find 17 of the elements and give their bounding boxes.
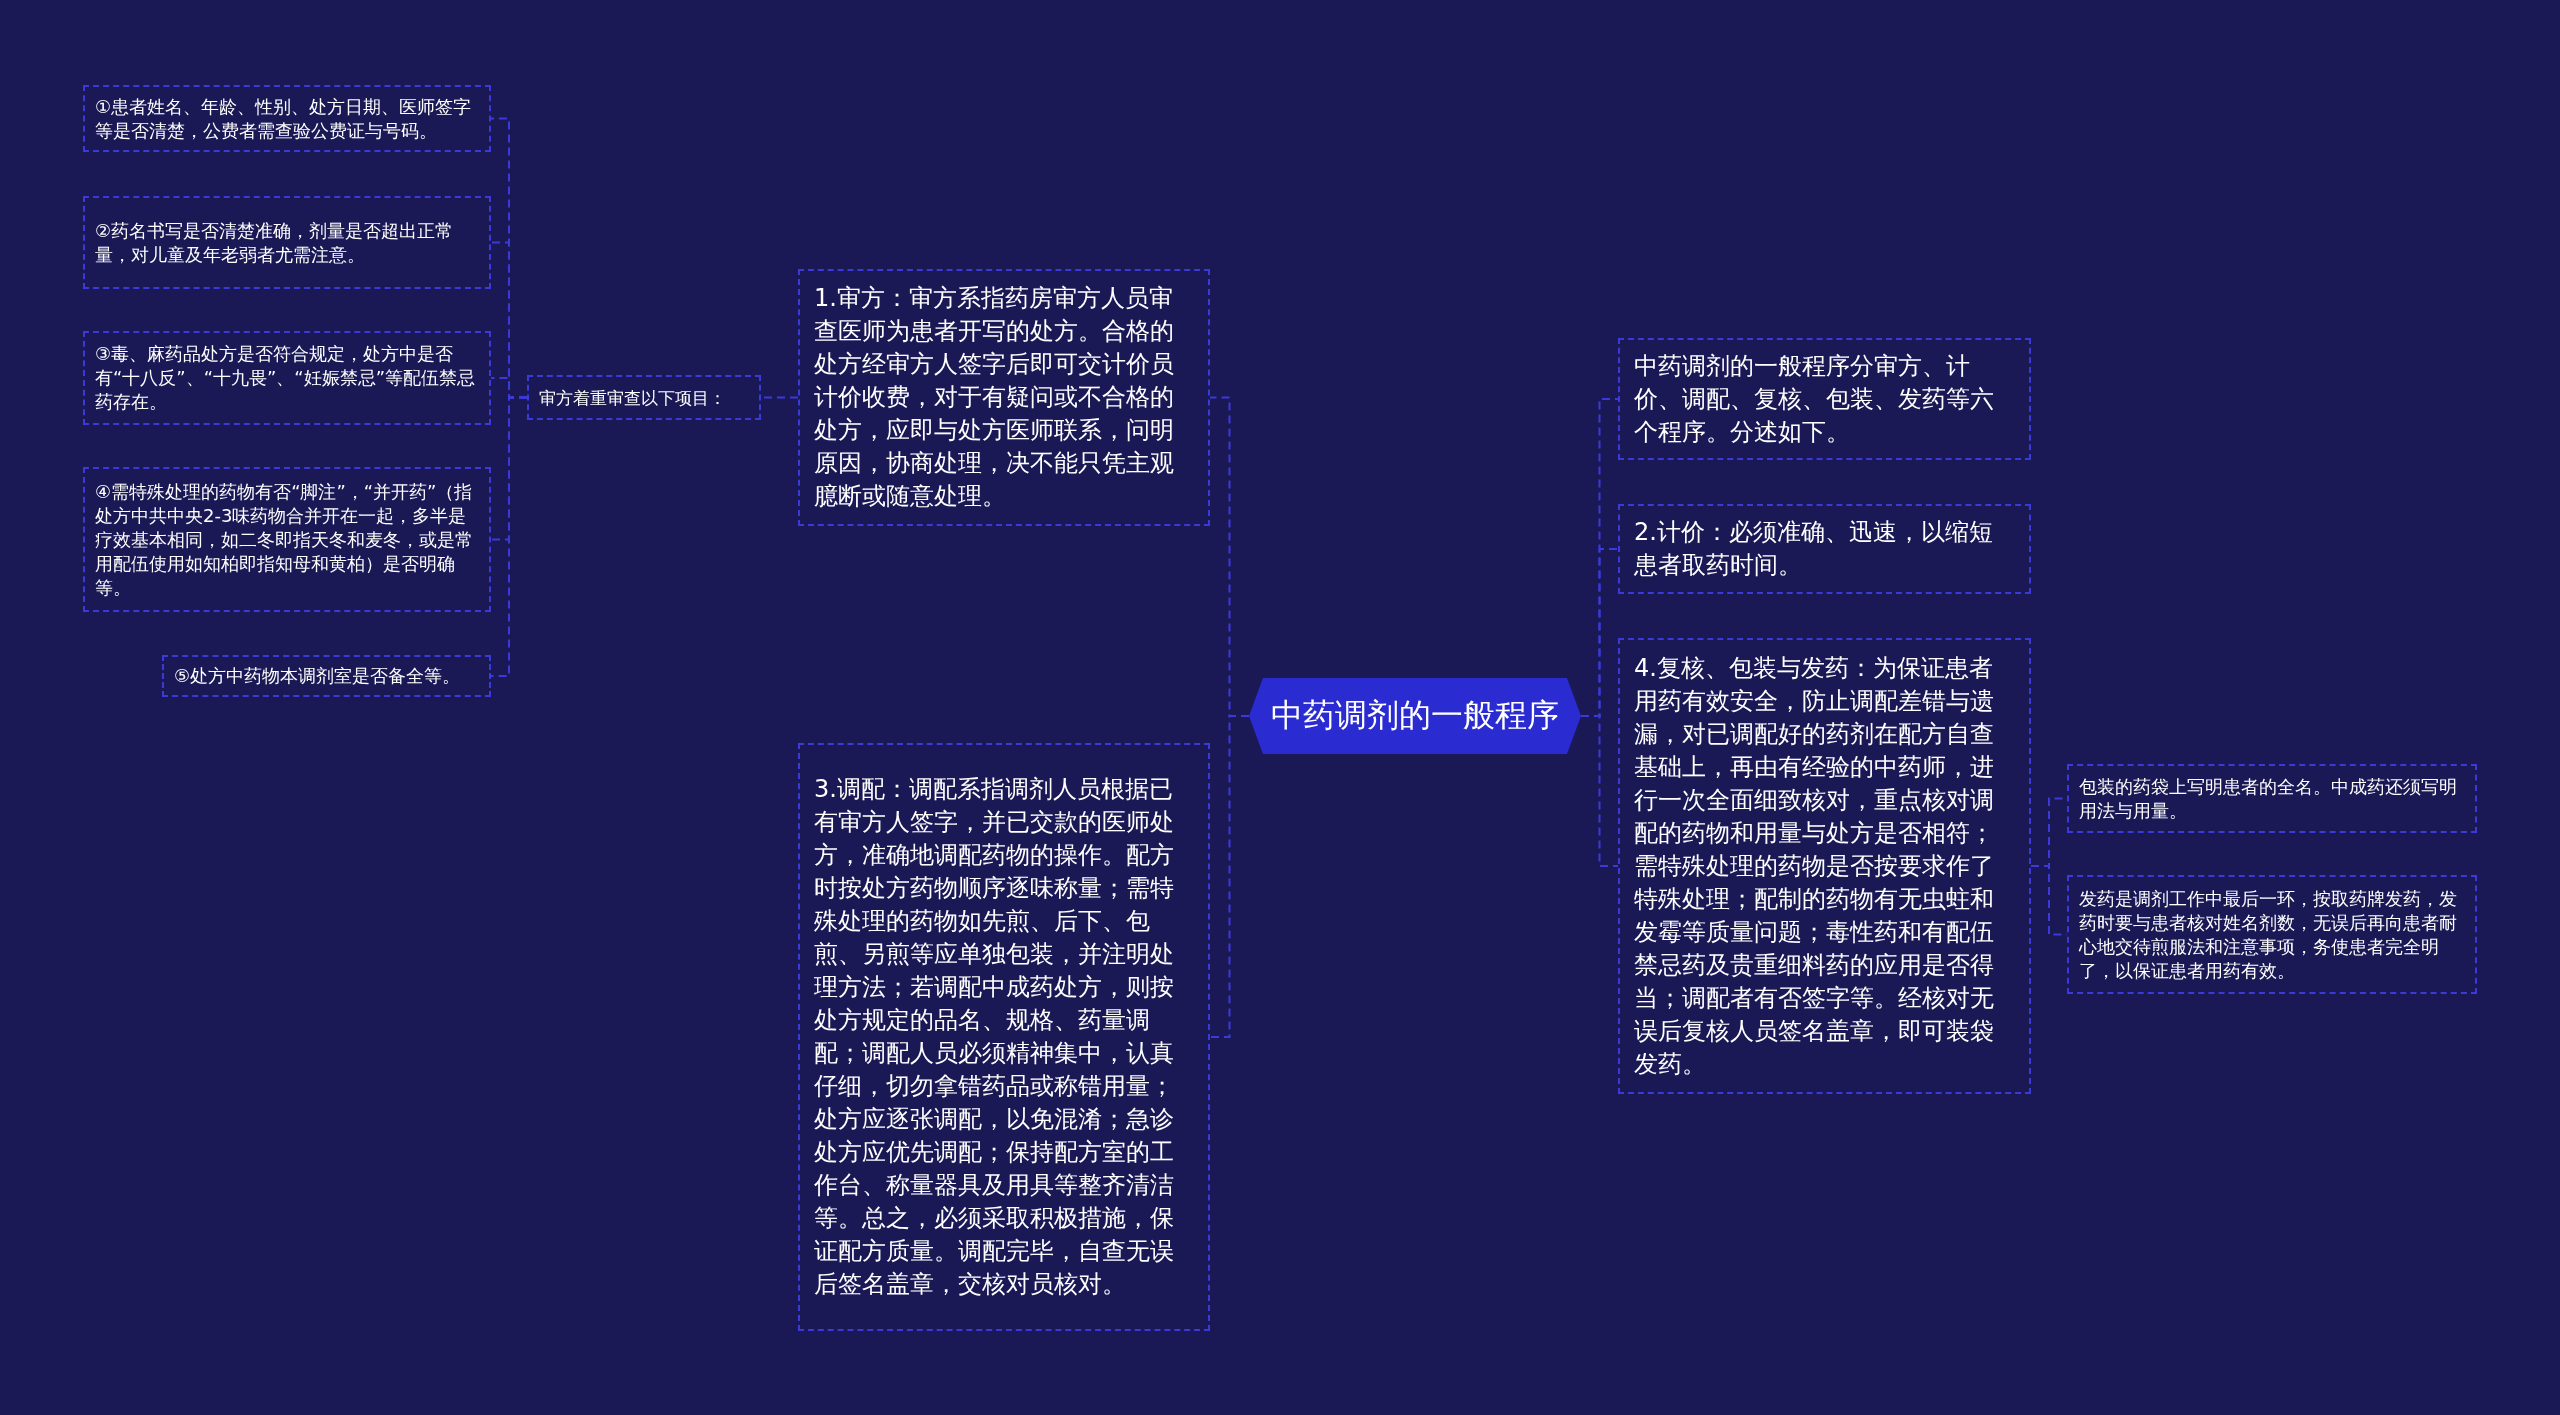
- connector: [1209, 715, 1250, 1038]
- central-topic: 中药调剂的一般程序: [1249, 678, 1581, 754]
- topic-box: 包装的药袋上写明患者的全名。中成药还须写明用法与用量。: [2067, 764, 2477, 833]
- topic-box: 1.审方：审方系指药房审方人员审查医师为患者开写的处方。合格的处方经审方人签字后即可交计价员计价收费，对于有疑问或不合格的处方，应即与处方医师联系，问明原因，协商处理，决不能只凭主观臆断或随意处理。: [798, 269, 1210, 526]
- topic-box: 审方着重审查以下项目：: [527, 375, 761, 420]
- topic-box: 3.调配：调配系指调剂人员根据已有审方人签字，并已交款的医师处方，准确地调配药物的操作。配方时按处方药物顺序逐味称量；需特殊处理的药物如先煎、后下、包煎、另煎等应单独包装，并注明处理方法；若调配中成药处方，则按处方规定的品名、规格、药量调配；调配人员必须精神集中，认真仔细，切勿拿错药品或称错用量；处方应逐张调配，以免混淆；急诊处方应优先调配；保持配方室的工作台、称量器具及用具等整齐清洁等。总之，必须采取积极措施，保证配方质量。调配完毕，自查无误后签名盖章，交核对员核对。: [798, 743, 1210, 1331]
- topic-box: 发药是调剂工作中最后一环，按取药牌发药，发药时要与患者核对姓名剂数，无误后再向患者耐心地交待煎服法和注意事项，务使患者完全明了，以保证患者用药有效。: [2067, 875, 2477, 994]
- topic-box: ②药名书写是否清楚准确，剂量是否超出正常量，对儿童及年老弱者尤需注意。: [83, 196, 491, 289]
- topic-box: ④需特殊处理的药物有否“脚注”，“并开药”（指处方中共中央2-3味药物合并开在一起，多半是疗效基本相同，如二冬即指天冬和麦冬，或是常用配伍使用如知柏即指知母和黄柏）是否明确等。: [83, 467, 491, 612]
- topic-box: 2.计价：必须准确、迅速，以缩短患者取药时间。: [1618, 504, 2031, 594]
- topic-box: ①患者姓名、年龄、性别、处方日期、医师签字等是否清楚，公费者需查验公费证与号码。: [83, 85, 491, 152]
- topic-box: 4.复核、包装与发药：为保证患者用药有效安全，防止调配差错与遗漏，对已调配好的药剂在配方自查基础上，再由有经验的中药师，进行一次全面细致核对，重点核对调配的药物和用量与处方是否相符；需特殊处理的药物是否按要求作了特殊处理；配制的药物有无虫蛀和发霉等质量问题；毒性药和有配伍禁忌药及贵重细料药的应用是否得当；调配者有否签字等。经核对无误后复核人员签名盖章，即可装袋发药。: [1618, 638, 2031, 1094]
- connector: [1580, 715, 1619, 867]
- topic-box: ⑤处方中药物本调剂室是否备全等。: [162, 655, 491, 697]
- topic-box: ③毒、麻药品处方是否符合规定，处方中是否有“十八反”、“十九畏”、“妊娠禁忌”等配伍禁忌药存在。: [83, 331, 491, 425]
- connector: [490, 396, 528, 677]
- topic-box: 中药调剂的一般程序分审方、计价、调配、复核、包装、发药等六个程序。分述如下。: [1618, 338, 2031, 460]
